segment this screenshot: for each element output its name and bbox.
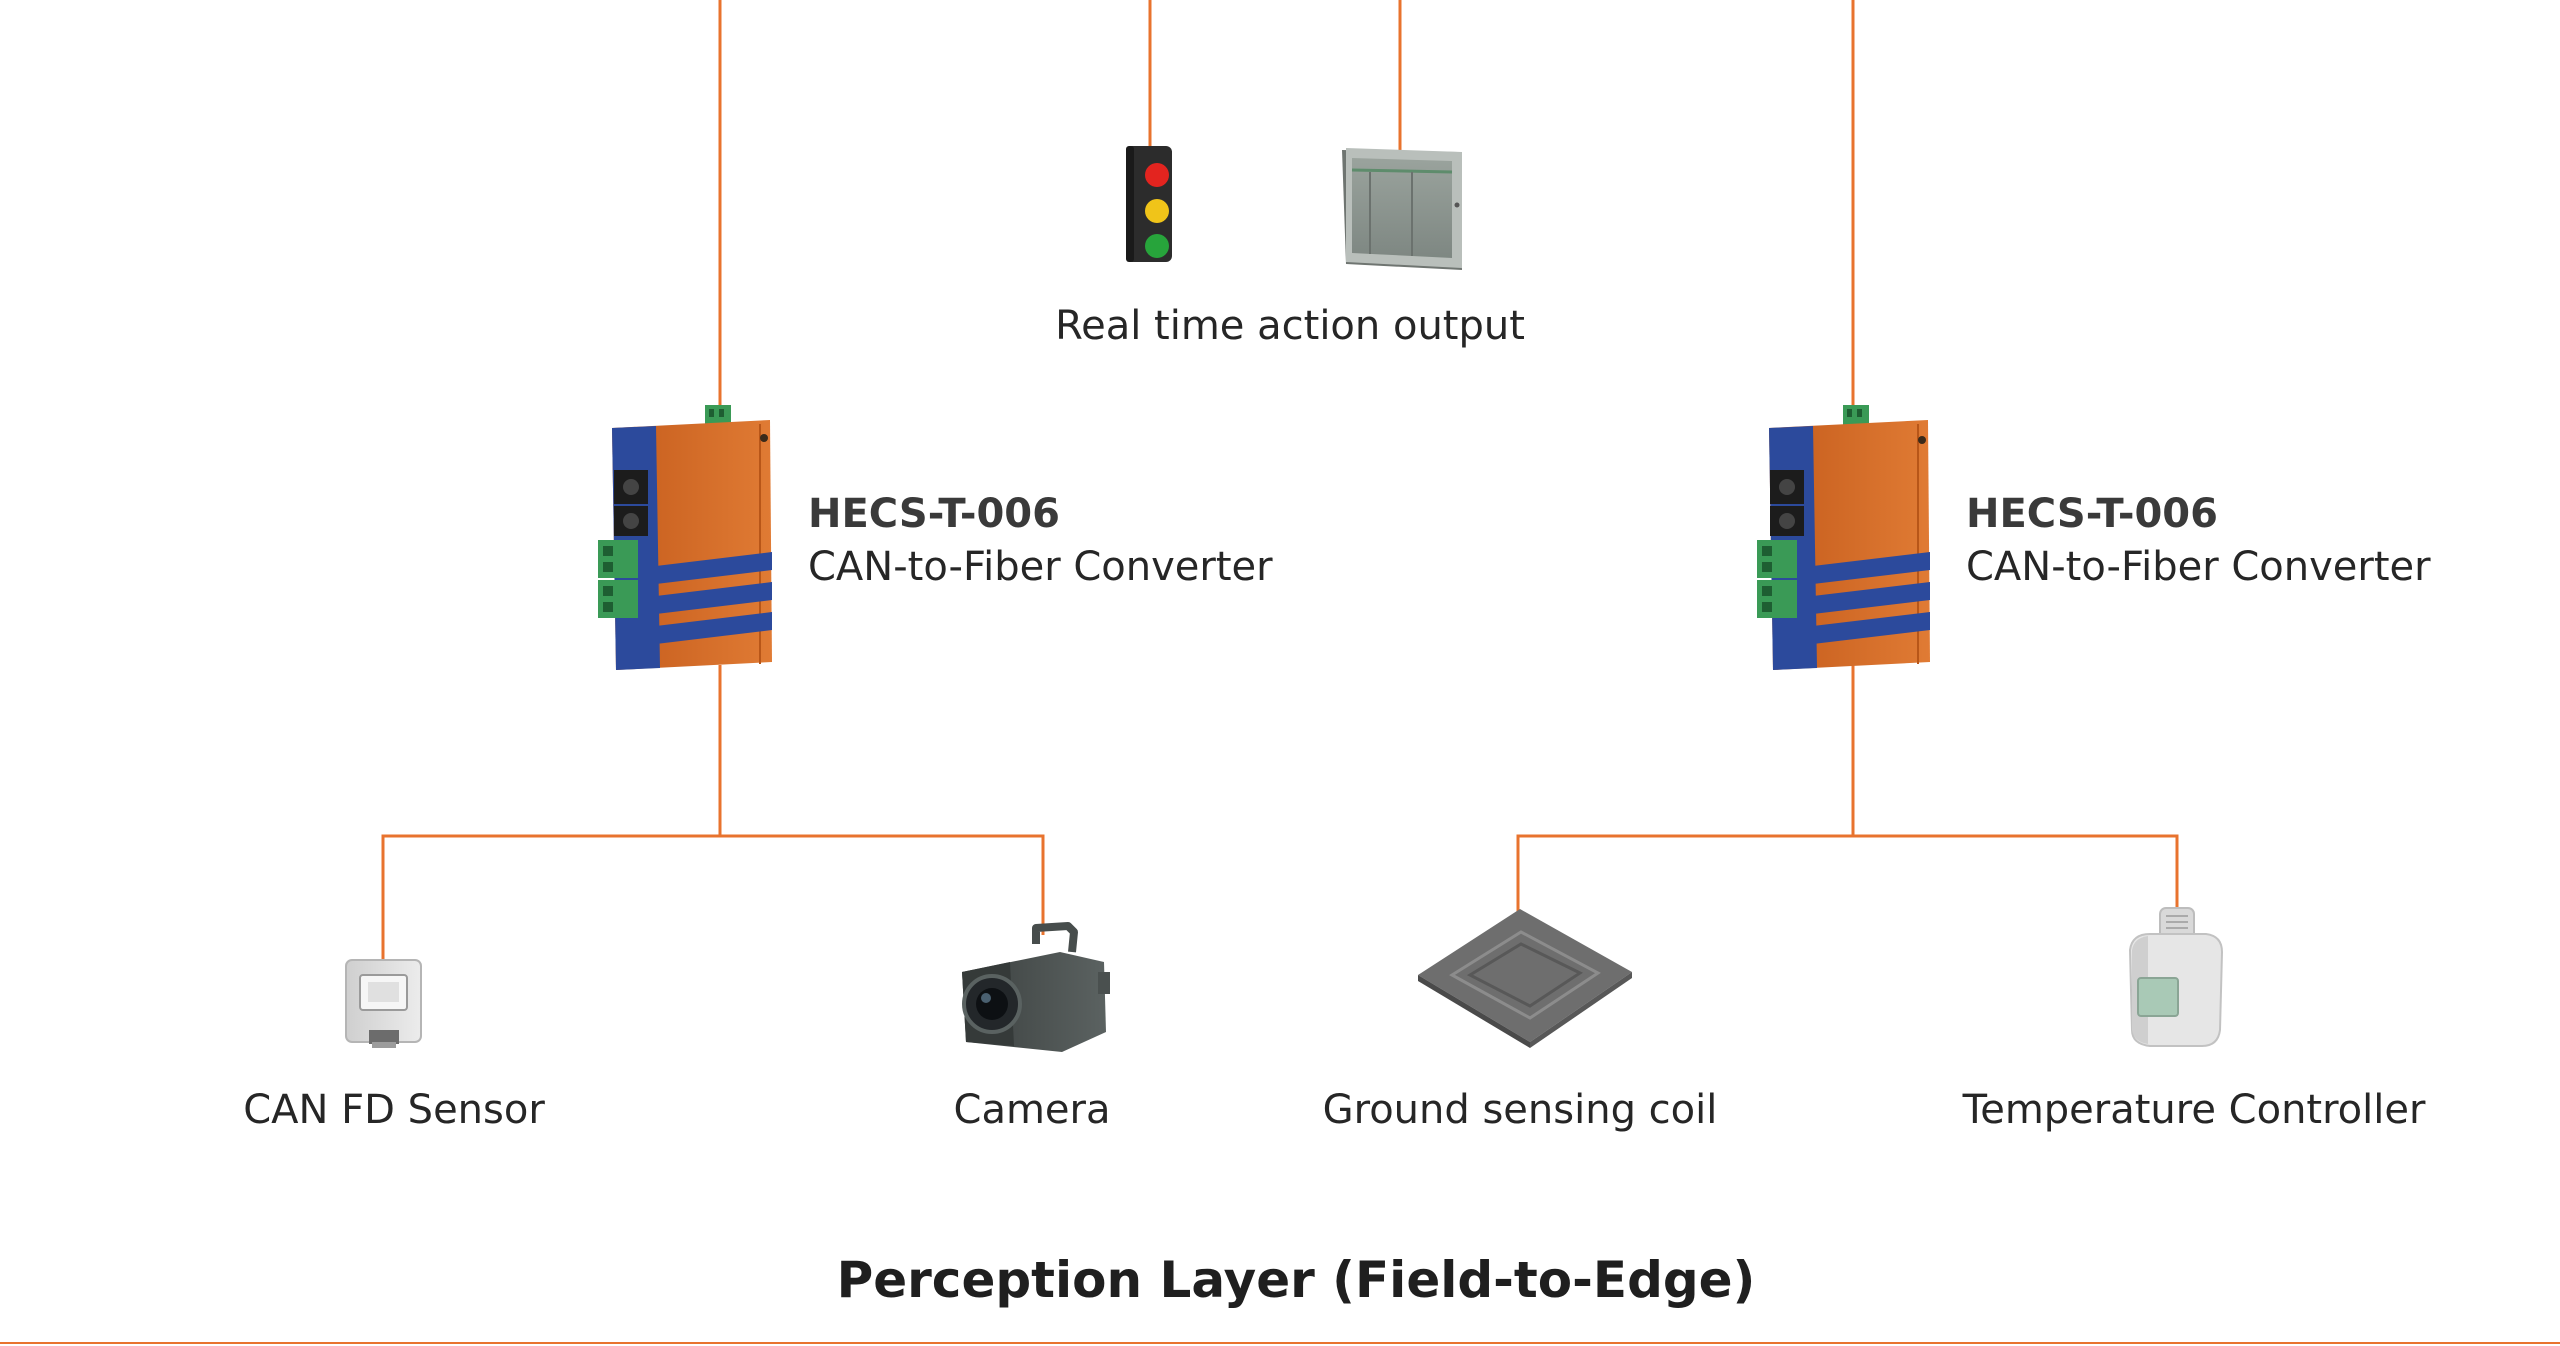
touch-panel-icon [1342,148,1462,270]
converter-model-left: HECS-T-006 [808,491,1060,537]
camera-label: Camera [953,1087,1111,1133]
converter-name-left: CAN-to-Fiber Converter [808,544,1273,590]
layer-title: Perception Layer (Field-to-Edge) [836,1251,1756,1309]
converter-model-right: HECS-T-006 [1966,491,2218,537]
branch-bus-left [381,834,1045,960]
camera-icon [962,922,1110,1052]
ground-coil-icon [1418,909,1632,1048]
ground-coil-label: Ground sensing coil [1322,1087,1718,1133]
can-fd-sensor-label: CAN FD Sensor [243,1087,545,1133]
temperature-controller-label: Temperature Controller [1962,1087,2426,1133]
can-fd-sensor-icon [345,959,422,1048]
branch-bus-right [1516,834,2179,912]
converter-device-icon-right [1757,405,1930,670]
converter-name-right: CAN-to-Fiber Converter [1966,544,2431,590]
traffic-light-icon [1126,146,1172,262]
action-output-label: Real time action output [1055,303,1525,349]
converter-device-icon-left [598,405,772,670]
temperature-controller-icon [2128,907,2224,1047]
